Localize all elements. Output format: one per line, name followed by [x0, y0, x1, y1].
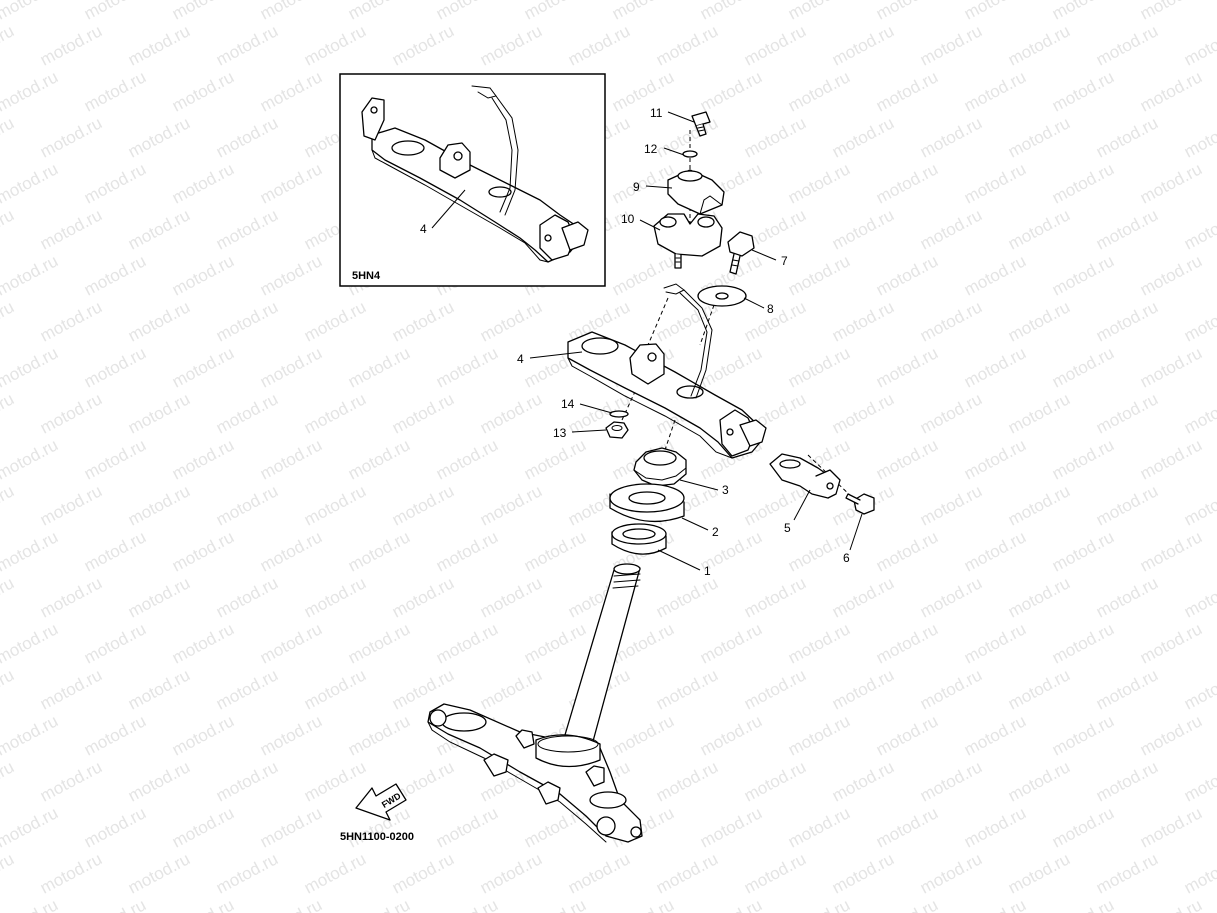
diagram-code: 5HN1100-0200 [340, 831, 414, 843]
callout-numbers: 11 12 9 10 7 8 4 14 13 3 2 1 5 6 [517, 106, 850, 578]
callout-13: 13 [553, 426, 567, 440]
callout-11: 11 [650, 106, 663, 120]
part-7-flange-bolt [727, 231, 755, 275]
inset-variant-box: 4 5HN4 [339, 73, 606, 287]
part-12-washer [682, 150, 698, 158]
callout-10: 10 [621, 212, 635, 226]
callout-6: 6 [843, 551, 850, 565]
part-6-bolt [845, 493, 875, 515]
part-3-ring-nut [633, 447, 687, 487]
inset-variant-label: 5HN4 [352, 270, 381, 282]
leader-lines [529, 111, 863, 571]
callout-9: 9 [633, 180, 640, 194]
part-8-washer-plate [697, 285, 747, 307]
callout-12: 12 [644, 142, 658, 156]
callout-14: 14 [561, 397, 575, 411]
part-2-cover [609, 483, 685, 522]
callout-1: 1 [704, 564, 711, 578]
forward-direction-arrow: FWD [355, 783, 407, 821]
callout-5: 5 [784, 521, 791, 535]
part-13-nut [605, 421, 629, 439]
part-4-upper-bracket [567, 283, 767, 459]
callout-2: 2 [712, 525, 719, 539]
part-11-bolt [691, 111, 711, 137]
part-5-clamp [769, 453, 841, 499]
inset-callout-4: 4 [420, 222, 427, 236]
steering-stem-lower-bracket [427, 563, 643, 843]
inset-upper-bracket-drawing [361, 85, 589, 263]
callout-3: 3 [722, 483, 729, 497]
part-14-washer [609, 410, 629, 418]
part-9-upper-holder [667, 169, 725, 215]
callout-7: 7 [781, 254, 788, 268]
part-1-bearing [611, 523, 667, 555]
callout-4: 4 [517, 352, 524, 366]
callout-8: 8 [767, 302, 774, 316]
part-10-lower-holder [653, 213, 723, 269]
